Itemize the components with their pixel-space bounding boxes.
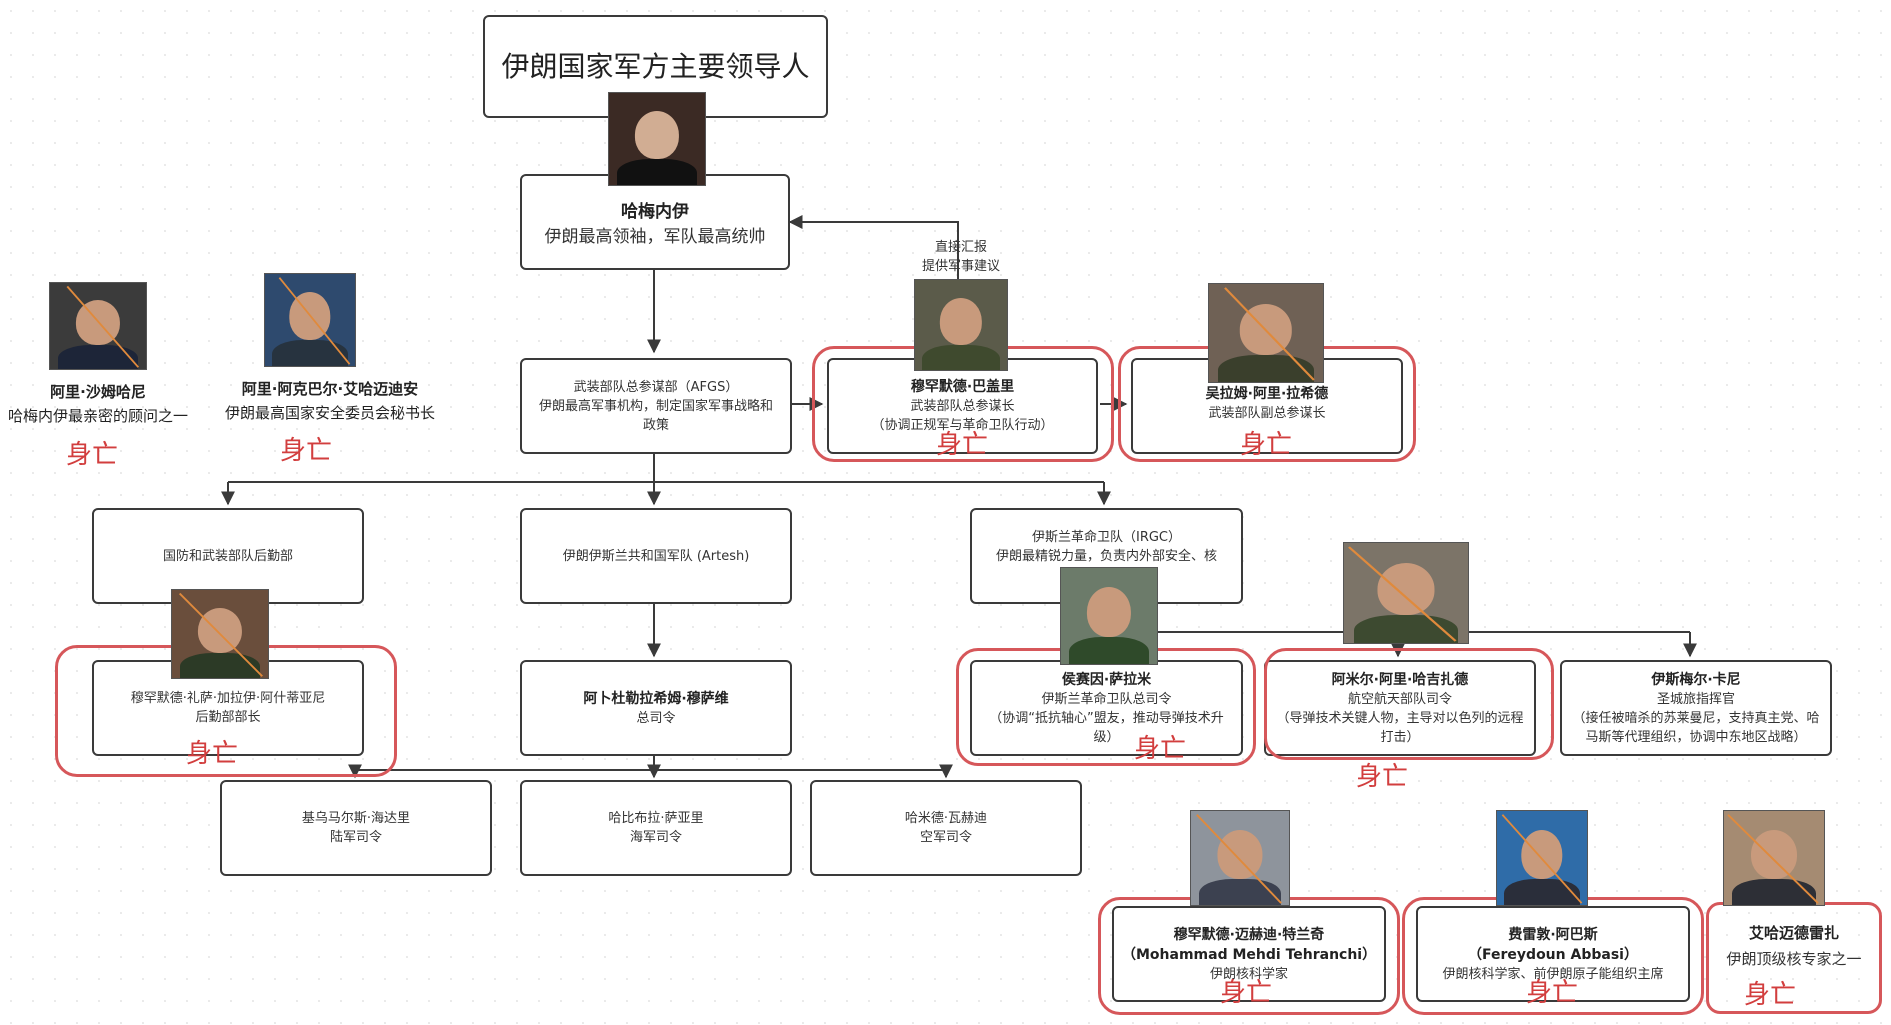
node-bagheri: 穆罕默德·巴盖里 武装部队总参谋长 （协调正规军与革命卫队行动） xyxy=(827,358,1098,454)
person-shamkhani-role: 哈梅内伊最亲密的顾问之一 xyxy=(7,407,189,425)
edge-bagheri-khamenei xyxy=(788,215,959,286)
node-abbasi: 费雷敦·阿巴斯 （Fereydoun Abbasi） 伊朗核科学家、前伊朗原子能… xyxy=(1416,906,1690,1002)
node-tehranchi-role: 伊朗核科学家 xyxy=(1209,966,1288,982)
node-abbasi-latin: （Fereydoun Abbasi） xyxy=(1468,946,1638,963)
portrait-photo xyxy=(49,282,147,370)
node-ashtiani-role: 后勤部部长 xyxy=(195,710,261,725)
report-note-line1: 直接汇报 xyxy=(934,240,988,255)
node-qaani-name: 伊斯梅尔·卡尼 xyxy=(1651,671,1741,688)
node-hajizadeh: 阿米尔·阿里·哈吉扎德 航空航天部队司令 （导弹技术关键人物，主导对以色列的远程… xyxy=(1264,660,1536,756)
portrait-photo xyxy=(1208,283,1324,383)
node-salami-desc: （协调“抵抗轴心”盟友，推动导弹技术升级） xyxy=(989,710,1224,745)
person-shamkhani-name: 阿里·沙姆哈尼 xyxy=(50,383,146,401)
node-rashid-role: 武装部队副总参谋长 xyxy=(1208,406,1326,421)
node-mousavi-name: 阿卜杜勒拉希姆·穆萨维 xyxy=(583,690,729,707)
node-qaani-role: 圣城旅指挥官 xyxy=(1656,691,1735,707)
node-mousavi: 阿卜杜勒拉希姆·穆萨维 总司令 xyxy=(520,660,792,756)
node-heydari-name: 基乌马尔斯·海达里 xyxy=(301,811,411,826)
portrait-photo xyxy=(914,279,1008,371)
deceased-mark: 身亡 xyxy=(1743,980,1797,1010)
node-abbasi-role: 伊朗核科学家、前伊朗原子能组织主席 xyxy=(1442,966,1664,982)
node-zolfaghari: 艾哈迈德雷扎 伊朗顶级核专家之一 xyxy=(1708,904,1880,1012)
node-tehranchi-latin: （Mohammad Mehdi Tehranchi） xyxy=(1122,946,1377,963)
node-hajizadeh-role: 航空航天部队司令 xyxy=(1347,691,1452,707)
node-khamenei-desc: 伊朗最高领袖，军队最高统帅 xyxy=(544,227,766,247)
deceased-mark: 身亡 xyxy=(1239,430,1293,460)
deceased-mark: 身亡 xyxy=(185,739,239,769)
node-heydari-role: 陆军司令 xyxy=(329,830,382,845)
node-mod: 国防和武装部队后勤部 xyxy=(92,508,364,604)
node-khamenei: 哈梅内伊 伊朗最高领袖，军队最高统帅 xyxy=(520,174,790,270)
deceased-mark: 身亡 xyxy=(935,430,989,460)
node-salami-name: 侯赛因·萨拉米 xyxy=(1061,671,1152,688)
person-ahmadian: 阿里·阿克巴尔·艾哈迈迪安 伊朗最高国家安全委员会秘书长 xyxy=(225,377,435,425)
page-title: 伊朗国家军方主要领导人 xyxy=(501,49,810,83)
node-sayyari-role: 海军司令 xyxy=(629,830,682,845)
node-artesh: 伊朗伊斯兰共和国军队 (Artesh) xyxy=(520,508,792,604)
person-ahmadian-role: 伊朗最高国家安全委员会秘书长 xyxy=(224,404,436,422)
node-hajizadeh-name: 阿米尔·阿里·哈吉扎德 xyxy=(1331,671,1469,688)
node-vahedi: 哈米德·瓦赫迪 空军司令 xyxy=(810,780,1082,876)
node-afgs-desc: 伊朗最高军事机构，制定国家军事战略和政策 xyxy=(538,398,773,433)
person-shamkhani: 阿里·沙姆哈尼 哈梅内伊最亲密的顾问之一 xyxy=(8,380,188,428)
node-afgs: 武装部队总参谋部（AFGS） 伊朗最高军事机构，制定国家军事战略和政策 xyxy=(520,358,792,454)
node-bagheri-role: 武装部队总参谋长 xyxy=(910,399,1015,414)
person-ahmadian-name: 阿里·阿克巴尔·艾哈迈迪安 xyxy=(241,380,419,398)
node-bagheri-name: 穆罕默德·巴盖里 xyxy=(910,379,1015,395)
node-vahedi-name: 哈米德·瓦赫迪 xyxy=(904,811,988,826)
portrait-photo xyxy=(1060,567,1158,665)
node-zolfaghari-name: 艾哈迈德雷扎 xyxy=(1748,924,1839,942)
portrait-photo xyxy=(1496,810,1588,906)
portrait-photo xyxy=(1723,810,1825,906)
node-hajizadeh-desc: （导弹技术关键人物，主导对以色列的远程打击） xyxy=(1276,710,1524,745)
node-sayyari: 哈比布拉·萨亚里 海军司令 xyxy=(520,780,792,876)
deceased-mark: 身亡 xyxy=(1133,734,1187,764)
node-artesh-name: 伊朗伊斯兰共和国军队 (Artesh) xyxy=(562,548,750,564)
node-qaani-desc: （接任被暗杀的苏莱曼尼，支持真主党、哈马斯等代理组织，协调中东地区战略） xyxy=(1572,710,1820,745)
node-salami-role: 伊斯兰革命卫队总司令 xyxy=(1041,691,1172,707)
portrait-photo xyxy=(1190,810,1290,906)
node-abbasi-name: 费雷敦·阿巴斯 xyxy=(1508,926,1598,943)
node-zolfaghari-role: 伊朗顶级核专家之一 xyxy=(1726,950,1862,968)
node-bagheri-desc: （协调正规军与革命卫队行动） xyxy=(871,418,1054,433)
node-irgc-desc: 伊朗最精锐力量，负责内外部安全、核 xyxy=(995,549,1217,564)
portrait-photo xyxy=(171,589,269,679)
report-note-line2: 提供军事建议 xyxy=(921,259,1001,274)
node-heydari: 基乌马尔斯·海达里 陆军司令 xyxy=(220,780,492,876)
deceased-mark: 身亡 xyxy=(279,436,333,466)
portrait-photo xyxy=(608,92,706,186)
node-afgs-name: 武装部队总参谋部（AFGS） xyxy=(573,379,739,395)
node-tehranchi: 穆罕默德·迈赫迪·特兰奇 （Mohammad Mehdi Tehranchi） … xyxy=(1112,906,1386,1002)
node-tehranchi-name: 穆罕默德·迈赫迪·特兰奇 xyxy=(1173,926,1325,943)
node-salami: 侯赛因·萨拉米 伊斯兰革命卫队总司令 （协调“抵抗轴心”盟友，推动导弹技术升级） xyxy=(970,660,1243,756)
deceased-mark: 身亡 xyxy=(1525,978,1579,1008)
node-qaani: 伊斯梅尔·卡尼 圣城旅指挥官 （接任被暗杀的苏莱曼尼，支持真主党、哈马斯等代理组… xyxy=(1560,660,1832,756)
node-irgc-name: 伊斯兰革命卫队（IRGC） xyxy=(1031,530,1182,545)
node-mod-name: 国防和武装部队后勤部 xyxy=(162,548,293,564)
deceased-mark: 身亡 xyxy=(1219,978,1273,1008)
node-mousavi-role: 总司令 xyxy=(636,710,676,726)
deceased-mark: 身亡 xyxy=(65,440,119,470)
node-vahedi-role: 空军司令 xyxy=(919,830,972,845)
deceased-mark: 身亡 xyxy=(1355,762,1409,792)
node-ashtiani-name: 穆罕默德·礼萨·加拉伊·阿什蒂亚尼 xyxy=(130,691,326,706)
node-rashid-name: 吴拉姆·阿里·拉希德 xyxy=(1205,386,1329,402)
portrait-photo xyxy=(264,273,356,367)
node-sayyari-name: 哈比布拉·萨亚里 xyxy=(608,811,704,826)
report-note: 直接汇报 提供军事建议 xyxy=(922,238,1000,276)
portrait-photo xyxy=(1343,542,1469,644)
node-khamenei-name: 哈梅内伊 xyxy=(621,202,689,222)
